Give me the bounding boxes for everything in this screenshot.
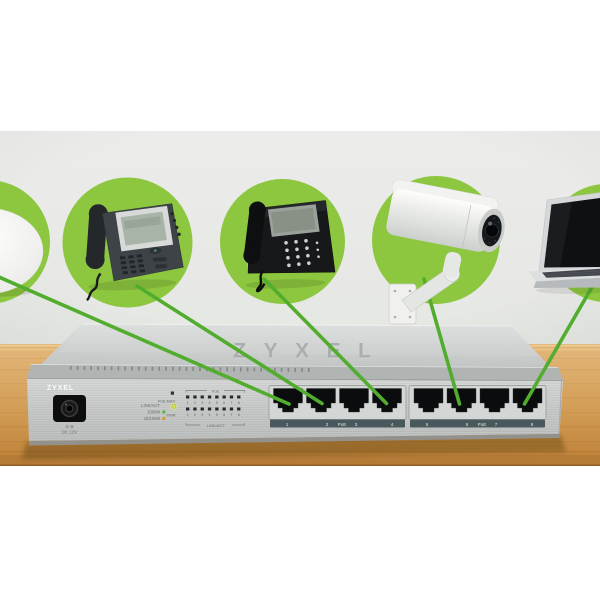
poe-max-label: PoE MAX (158, 399, 176, 404)
ap-dome (0, 209, 44, 293)
switch-front-logo: ZYXEL (47, 385, 74, 392)
legend-10-100m-label: 10/100M (144, 416, 161, 421)
phone2-cord (255, 269, 266, 293)
phone2-handset (243, 201, 266, 265)
legend-amber-dot (162, 416, 166, 421)
phone1-keypad (119, 254, 146, 275)
port-group-2: 5 6 PoE 7 8 (408, 385, 547, 428)
dc-voltage-label: DC 12V (62, 430, 77, 435)
port-label-8: 8 (531, 422, 534, 427)
port-label-2: 2 (326, 422, 329, 427)
port-label-6: 6 (466, 422, 469, 427)
port-label-7: 7 (495, 422, 498, 427)
patch-cables (0, 269, 600, 406)
port-group-1: 1 2 PoE 3 4 (268, 385, 407, 428)
laptop-screen (544, 198, 600, 268)
svg-text:4: 4 (209, 413, 211, 417)
port-label-4: 4 (391, 422, 394, 427)
ip-phone-silver-illustration (85, 203, 184, 302)
rj45-port-6 (446, 388, 477, 413)
laptop-front-edge (533, 278, 600, 288)
rj45-port-2 (306, 388, 336, 413)
port-label-3: 3 (355, 422, 358, 427)
legend-1000m-label: 1000M (147, 410, 160, 415)
svg-text:6: 6 (223, 401, 225, 405)
port-label-poe-1: PoE (338, 422, 347, 427)
switch-top-logo-emboss: ZYXEL (234, 341, 389, 364)
status-leds: PoE MAX PWR (158, 391, 178, 418)
svg-text:1: 1 (187, 413, 189, 417)
phone1-handset (85, 204, 108, 270)
dc-polarity-mark: ⊖ ⊕ (65, 424, 74, 429)
cable-camera-to-port-6 (422, 277, 462, 406)
link-led-row (186, 407, 241, 411)
cable-phone2-to-port-4 (262, 277, 389, 406)
ip-camera-illustration (386, 179, 505, 325)
svg-text:2: 2 (194, 413, 196, 417)
pwr-led (171, 404, 176, 409)
poe-led-row (186, 395, 241, 399)
port-label-poe-2: PoE (478, 422, 487, 427)
cable-laptop-to-port-8 (522, 269, 600, 406)
svg-text:3: 3 (201, 401, 203, 405)
rj45-port-1 (273, 388, 303, 413)
phone1-softkeys (170, 211, 181, 237)
svg-text:6: 6 (223, 413, 225, 417)
switch-front-chamfer (27, 364, 563, 380)
switch-base-rim (29, 434, 560, 446)
svg-text:7: 7 (230, 413, 232, 417)
svg-text:4: 4 (209, 401, 211, 405)
poe-max-led (170, 391, 174, 395)
wireless-access-point-illustration (0, 209, 44, 297)
laptop-illustration (529, 192, 600, 294)
svg-text:8: 8 (238, 413, 240, 417)
link-led-numbers: 1 2 3 4 5 6 7 8 (187, 413, 240, 417)
rj45-port-5 (413, 388, 444, 413)
port-label-1: 1 (286, 422, 289, 427)
poe-led-numbers: 1 2 3 4 5 6 7 8 (187, 401, 240, 405)
legend-green-dot (162, 410, 166, 414)
link-act-bracket-label: LINK/ACT (207, 423, 226, 428)
svg-text:5: 5 (216, 401, 218, 405)
pwr-label: PWR (166, 413, 175, 418)
svg-text:3: 3 (201, 413, 203, 417)
svg-text:2: 2 (194, 401, 196, 405)
rj45-port-7 (479, 388, 510, 413)
switch-top-logo: ZYXEL (233, 340, 388, 363)
rj45-port-3 (339, 388, 369, 413)
poe-bracket-label: PoE (212, 388, 220, 393)
svg-text:7: 7 (230, 401, 232, 405)
svg-text:5: 5 (216, 413, 218, 417)
port-label-5: 5 (426, 422, 429, 427)
phone2-keypad (284, 238, 320, 268)
dc-power-jack: ⊖ ⊕ DC 12V (53, 395, 86, 435)
camera-joint (442, 251, 462, 279)
network-switch: ZYXEL ZYXEL ZYXEL ⊖ ⊕ DC 12V LINK/ACT 10… (22, 323, 566, 459)
legend-link-act-label: LINK/ACT (141, 403, 160, 408)
ip-phone-black-illustration (243, 200, 336, 293)
phone1-cord (86, 272, 102, 302)
port-group-2-label-strip (410, 419, 545, 428)
camera-body (386, 179, 505, 253)
led-legend: LINK/ACT 1000M 10/100M (141, 403, 166, 421)
cable-phone1-to-port-2 (135, 284, 324, 406)
port-group-1-label-strip (270, 419, 405, 428)
svg-text:1: 1 (187, 401, 189, 405)
cable-ap-to-port-1 (0, 275, 291, 406)
svg-text:8: 8 (238, 401, 240, 405)
